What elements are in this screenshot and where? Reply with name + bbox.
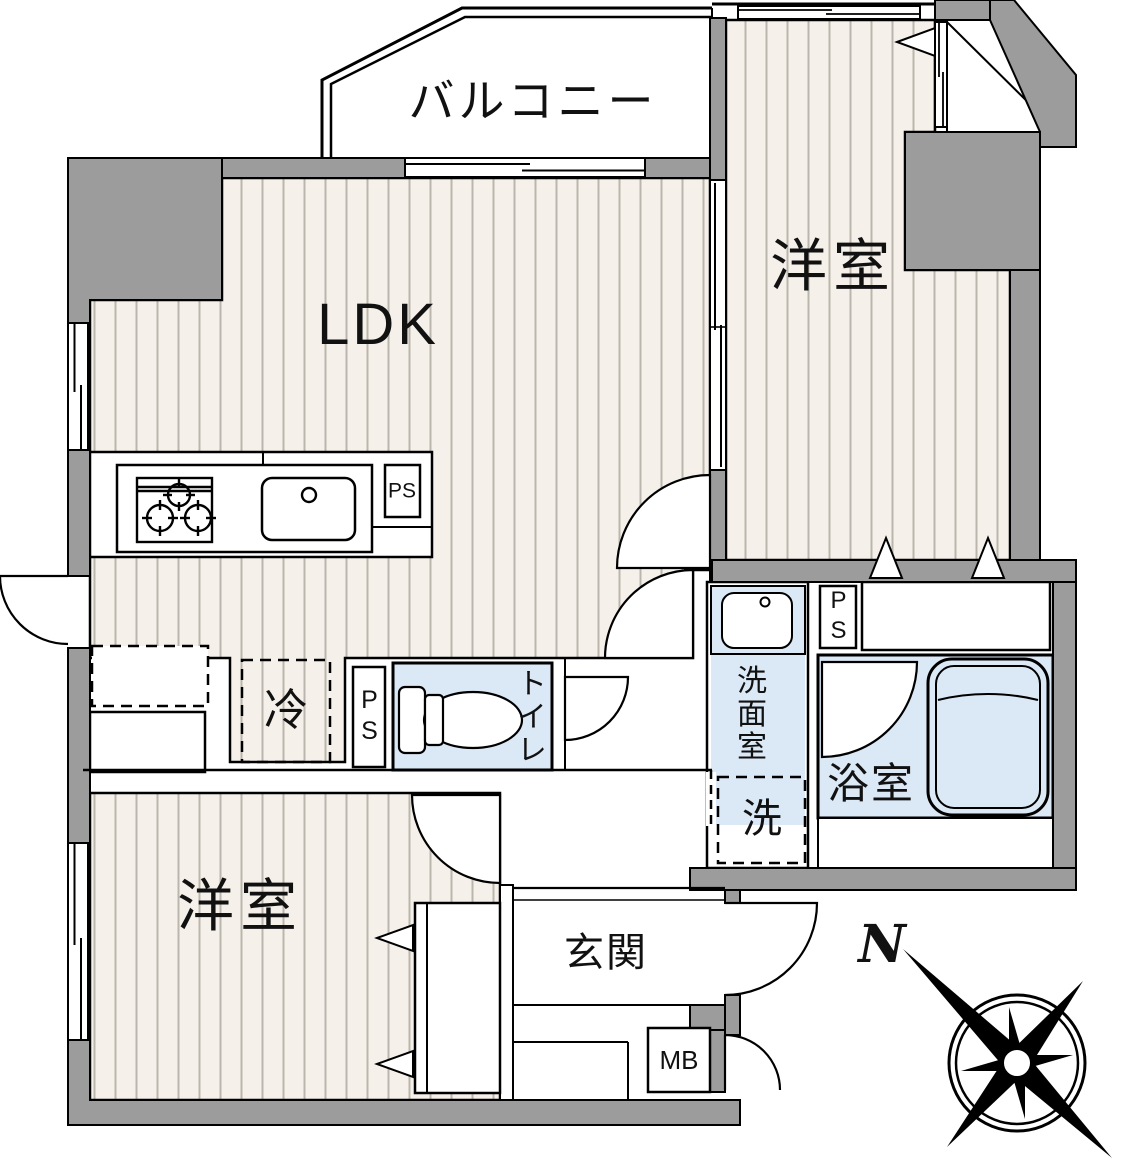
washbasin <box>721 592 793 649</box>
arrow-corner-window <box>894 26 936 58</box>
balcony-label: バルコニー <box>408 75 658 127</box>
sliding-partition <box>709 179 727 471</box>
washroom-label: 洗面室 <box>732 664 765 764</box>
refrigerator-box <box>240 658 332 764</box>
counter-solid <box>88 710 207 774</box>
window-balcony <box>404 157 646 178</box>
window-ldk-left <box>67 322 89 451</box>
washer-box <box>716 775 807 865</box>
sink-faucet <box>300 486 318 504</box>
ps-box-toilet <box>351 665 387 769</box>
meter-box <box>646 1026 712 1094</box>
door-west-left <box>410 793 502 885</box>
washer-label: 洗 <box>742 797 782 841</box>
windows <box>67 5 948 1041</box>
bath-closet <box>860 580 1052 652</box>
ps-kitchen-label: PS <box>387 479 417 503</box>
ps-bath-label: PS <box>825 587 852 647</box>
arrow-entrance-closet-2 <box>374 1049 414 1079</box>
room-washroom <box>705 580 810 870</box>
opening-arrows <box>374 26 1006 1079</box>
door-toilet <box>563 675 630 742</box>
bathtub <box>926 657 1050 817</box>
door-hall-ldk <box>603 568 695 660</box>
window-corner <box>934 21 948 128</box>
arrow-entrance-closet-1 <box>374 923 414 953</box>
counter-dashed <box>90 644 210 708</box>
door-ldk-hall <box>615 473 712 570</box>
ps-box-kitchen <box>383 463 422 519</box>
kitchen-counter <box>88 450 434 559</box>
toilet-label: トイレ <box>512 667 545 767</box>
ps-toilet-label: PS <box>355 686 384 748</box>
doors <box>0 473 919 1091</box>
refrigerator-label: 冷 <box>264 686 308 735</box>
arrow-bath-closet-2 <box>970 535 1006 579</box>
entrance-closet <box>413 901 502 1095</box>
meter-box-label: MB <box>659 1045 699 1075</box>
door-meter-box <box>723 1033 782 1091</box>
door-bathroom <box>820 660 919 759</box>
compass <box>903 949 1112 1158</box>
bathroom-label: 浴室 <box>826 760 916 807</box>
toilet-fixture <box>397 685 524 755</box>
west-room-right-label: 洋室 <box>770 234 896 299</box>
washroom-sliding-door <box>706 770 716 828</box>
kitchen-sink <box>260 476 357 542</box>
window-west-right-top <box>737 5 921 20</box>
door-service-left <box>0 574 69 646</box>
ldk-label: LDK <box>317 292 439 357</box>
entrance-label: 玄関 <box>564 931 648 975</box>
stove <box>135 476 216 544</box>
compass-north-label: N <box>858 914 906 975</box>
door-entrance <box>724 901 819 997</box>
arrow-bath-closet-1 <box>868 535 904 579</box>
ps-box-bath <box>818 584 858 650</box>
basin-faucet <box>759 596 771 608</box>
west-room-left-label: 洋室 <box>177 874 303 939</box>
window-west-left <box>67 842 89 1041</box>
